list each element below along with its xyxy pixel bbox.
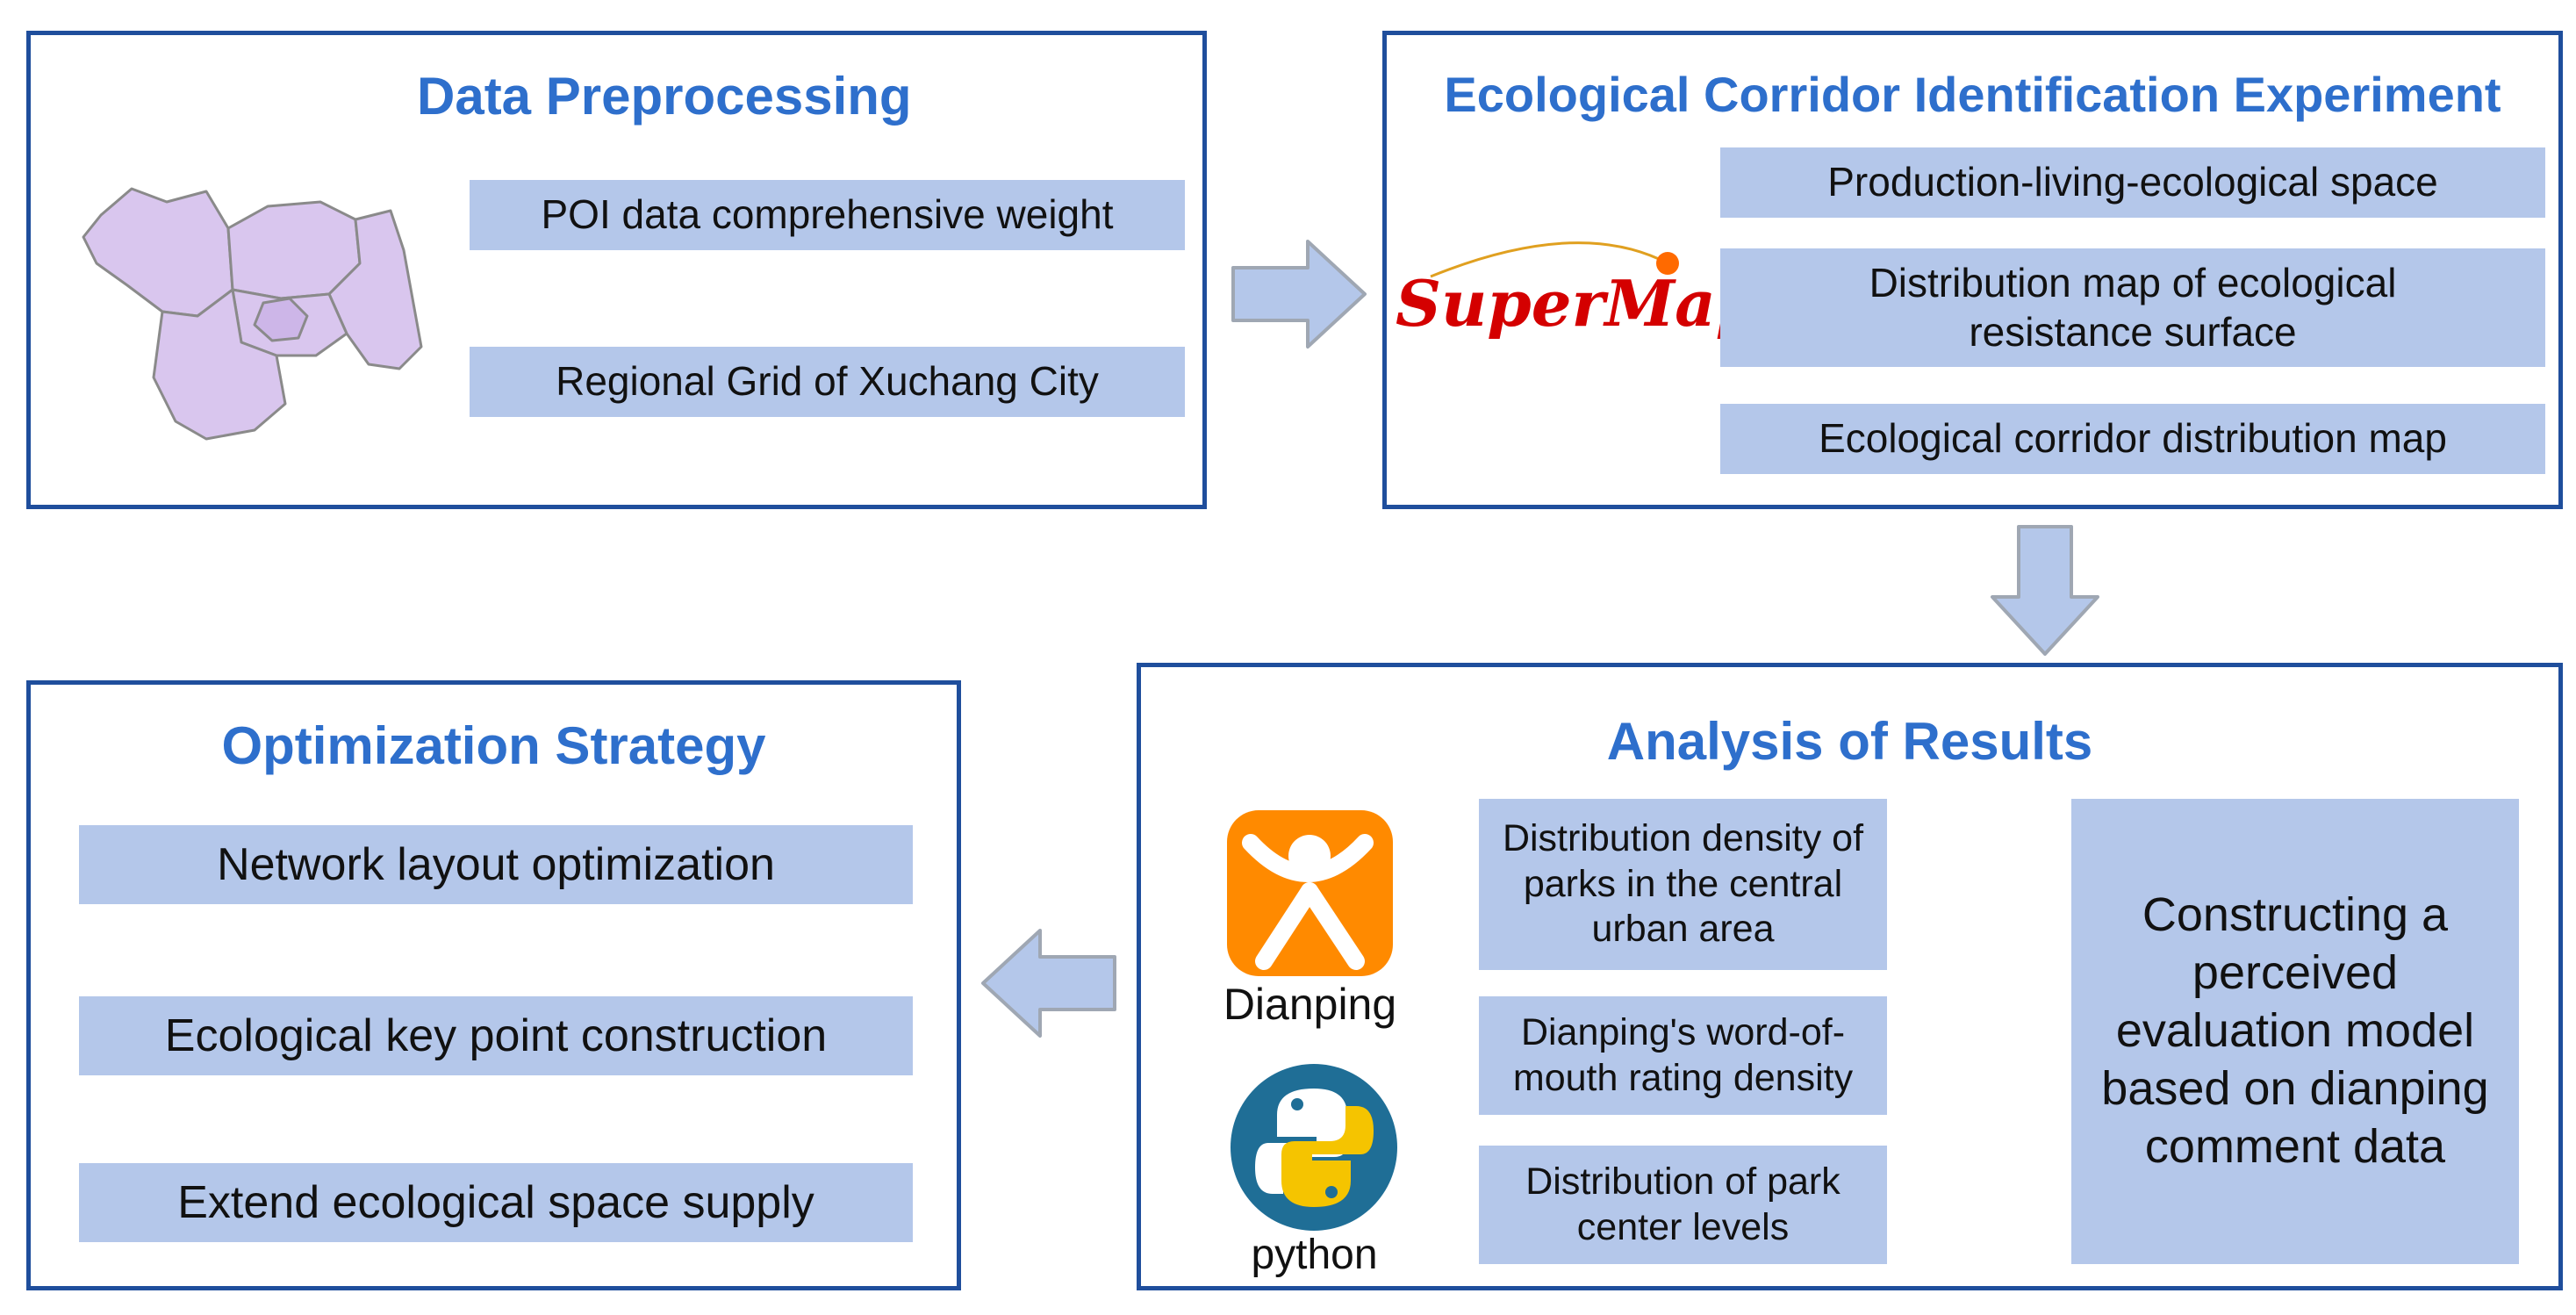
dianping-label: Dianping — [1223, 980, 1397, 1029]
analysis-results-title: Analysis of Results — [1606, 712, 2093, 771]
data-preprocessing-title: Data Preprocessing — [417, 67, 912, 126]
optimization-strategy-title: Optimization Strategy — [221, 716, 766, 775]
key-point-construction-item: Ecological key point construction — [79, 996, 913, 1075]
arrow-down-icon — [1991, 525, 2099, 656]
park-density-item: Distribution density of parks in the cen… — [1479, 799, 1887, 970]
corridor-experiment-title-text: Ecological Corridor Identification Exper… — [1444, 67, 2501, 122]
arrow-right-icon — [1231, 240, 1367, 349]
supermap-logo-text: SuperMap — [1396, 266, 1761, 341]
production-living-ecological-item: Production-living-ecological space — [1720, 147, 2545, 218]
python-label: python — [1251, 1232, 1378, 1278]
corridor-distribution-item: Ecological corridor distribution map — [1720, 404, 2545, 474]
poi-weight-item: POI data comprehensive weight — [470, 180, 1185, 250]
optimization-strategy-panel: Optimization Strategy Network layout opt… — [26, 680, 961, 1290]
rating-density-item: Dianping's word-of-mouth rating density — [1479, 996, 1887, 1115]
analysis-results-panel: Analysis of Results Dianping python Dist… — [1137, 663, 2563, 1290]
evaluation-model-item: Constructing a perceived evaluation mode… — [2071, 799, 2519, 1264]
space-supply-item: Extend ecological space supply — [79, 1163, 913, 1242]
corridor-experiment-panel: Ecological Corridor Identification Exper… — [1382, 31, 2563, 509]
park-center-levels-item: Distribution of park center levels — [1479, 1146, 1887, 1264]
xuchang-region-map-icon — [82, 187, 423, 441]
python-logo-icon — [1231, 1064, 1397, 1231]
arrow-left-icon — [981, 929, 1116, 1038]
network-layout-item: Network layout optimization — [79, 825, 913, 904]
regional-grid-item: Regional Grid of Xuchang City — [470, 347, 1185, 417]
resistance-surface-item: Distribution map of ecological resistanc… — [1720, 248, 2545, 367]
dianping-logo-icon — [1227, 810, 1393, 976]
supermap-logo: SuperMap — [1396, 224, 1760, 347]
data-preprocessing-panel: Data Preprocessing POI data comprehensiv… — [26, 31, 1207, 509]
